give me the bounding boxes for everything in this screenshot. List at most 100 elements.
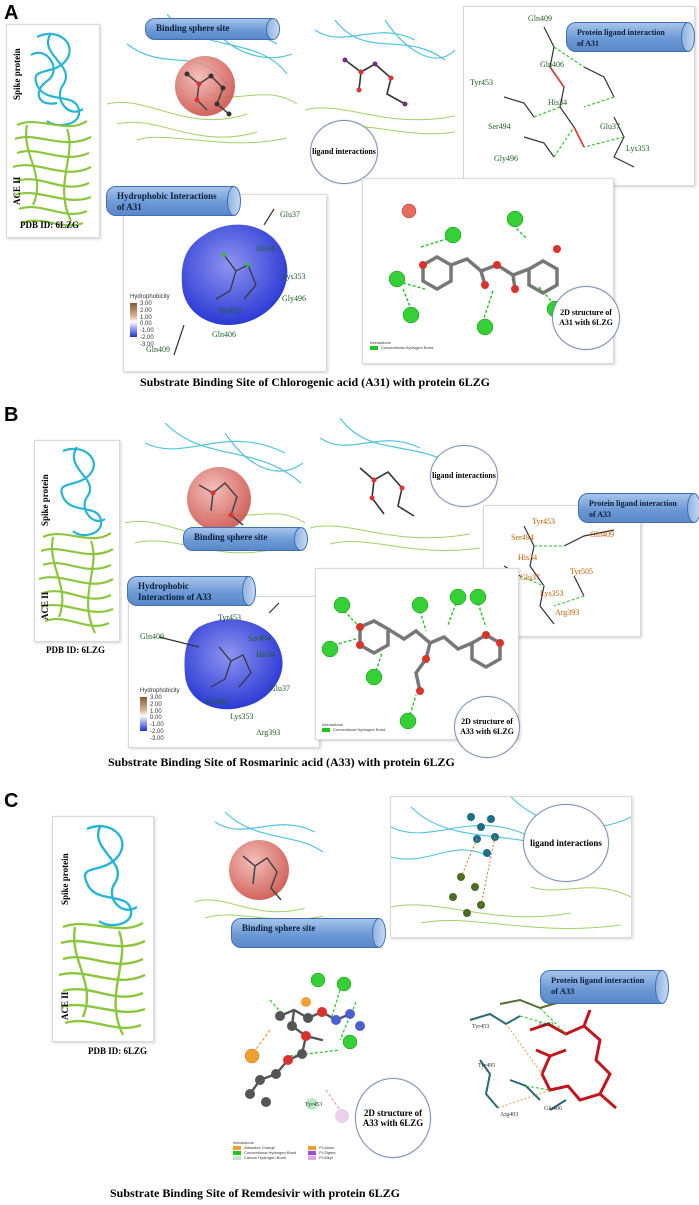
legend-swatch xyxy=(233,1145,241,1150)
ligand-interaction-drawing xyxy=(305,20,455,135)
tick-label: -2.00 xyxy=(140,334,154,341)
residue-label: Ser494 xyxy=(248,634,271,643)
panel-letter-c: C xyxy=(4,790,19,812)
tick-label: -2.00 xyxy=(150,728,164,735)
pdb-id-label: PDB ID: 6LZG xyxy=(46,645,106,655)
tick-label: -3.00 xyxy=(150,735,164,742)
legend-columns: Attractive Charge Conventional Hydrogen … xyxy=(233,1145,336,1160)
residue-label: Lys353 xyxy=(540,589,564,598)
protein-overview-image xyxy=(6,24,100,238)
binding-sphere-drawing xyxy=(195,812,324,921)
ligand-interaction-drawing xyxy=(391,797,631,929)
hydrophobicity-title: Hydrophobicity xyxy=(140,688,180,694)
legend-swatch xyxy=(308,1145,317,1150)
legend-label: Conventional Hydrogen Bond xyxy=(333,727,386,732)
binding-sphere-callout: Binding sphere site xyxy=(145,18,280,40)
hydrophobic-surface-drawing xyxy=(158,602,283,710)
residue-label: Tyr453 xyxy=(470,78,493,87)
residue-label: Ser494 xyxy=(511,533,534,542)
legend-label: Attractive Charge xyxy=(244,1145,275,1150)
residue-label: Lys353 xyxy=(282,272,306,281)
legend-label: Carbon Hydrogen Bond xyxy=(244,1155,287,1160)
residue-label: Glu37 xyxy=(280,210,300,219)
residue-label: Glu37 xyxy=(520,573,540,582)
residue-label: Gln406 xyxy=(540,60,564,69)
residue-label: His34 xyxy=(548,98,568,107)
protein-overview-image xyxy=(52,816,154,1042)
legend-label: Pi-Anion xyxy=(319,1145,335,1150)
hydrophobic-callout: Hydrophobic Interactions of A31 xyxy=(106,186,241,216)
binding-sphere-drawing xyxy=(125,423,305,554)
figure-caption-c: Substrate Binding Site of Remdesivir wit… xyxy=(110,1186,400,1200)
residue-stick-drawing xyxy=(469,998,617,1111)
residue-label: Gln409 xyxy=(590,530,614,539)
legend-swatch xyxy=(308,1150,317,1155)
pdb-id-label: PDB ID: 6LZG xyxy=(88,1046,148,1056)
structure-2d-bubble: 2D structure of A33 with 6LZG xyxy=(454,696,520,758)
protein-ligand-callout: Protein ligand interaction of A33 xyxy=(578,493,699,523)
protein-ribbon-drawing xyxy=(38,446,114,634)
interaction-legend: Interactions Conventional Hydrogen Bond xyxy=(370,340,433,350)
legend-item: Carbon Hydrogen Bond xyxy=(233,1155,296,1160)
hydrophobicity-ticks: 3.00 2.00 1.00 0.00 -1.00 -2.00 -3.00 xyxy=(150,695,164,743)
legend-swatch xyxy=(233,1155,241,1160)
legend-column: Attractive Charge Conventional Hydrogen … xyxy=(233,1145,296,1160)
structure-2d-drawing xyxy=(321,588,504,730)
ace-label: ACE II xyxy=(40,591,50,620)
binding-sphere-callout: Binding sphere site xyxy=(183,527,308,551)
hydrophobicity-scale: Hydrophobicity 3.00 2.00 1.00 0.00 -1.00… xyxy=(140,688,200,742)
structure-2d-drawing xyxy=(388,203,564,336)
panel-letter-b: B xyxy=(4,404,19,426)
ligand-interactions-bubble: ligand interactions xyxy=(310,120,378,184)
tick-label: 0.00 xyxy=(150,715,162,722)
residue-label: Tyr453 xyxy=(472,1024,490,1030)
legend-title: Interactions xyxy=(322,722,343,727)
hydrophobic-surface-image xyxy=(128,596,320,748)
legend-swatch xyxy=(322,727,330,732)
hydrophobicity-scale: Hydrophobicity 3.00 2.00 1.00 0.00 -1.00… xyxy=(130,294,190,348)
ligand-interaction-image xyxy=(305,20,455,140)
spike-protein-label: Spike protein xyxy=(40,474,50,526)
ligand-interaction-drawing xyxy=(310,418,480,551)
legend-item: Conventional Hydrogen Bond xyxy=(370,345,433,350)
binding-sphere-image xyxy=(195,812,325,927)
residue-label: Gly496 xyxy=(282,294,306,303)
structure-2d-bubble: 2D structure of A33 with 6LZG xyxy=(355,1078,431,1158)
tick-label: 3.00 xyxy=(140,301,152,307)
tick-label: 3.00 xyxy=(150,695,162,701)
tick-label: -3.00 xyxy=(140,341,154,348)
residue-label: Glu37 xyxy=(270,684,290,693)
residue-label: Arg393 xyxy=(555,608,580,617)
legend-item: Pi-Anion xyxy=(308,1145,335,1150)
ace-label: ACE II xyxy=(12,176,22,205)
hydrophobicity-gradient xyxy=(130,303,137,337)
hydrophobic-callout: Hydrophobic Interactions of A33 xyxy=(127,576,256,606)
residue-label: Gly496 xyxy=(494,154,518,163)
protein-overview-image xyxy=(34,440,120,642)
residue-label: Asn33 xyxy=(538,1022,554,1028)
tick-label: -1.00 xyxy=(150,722,164,729)
protein-ligand-callout: Protein ligand interaction of A31 xyxy=(566,22,695,52)
residue-label: Gln409 xyxy=(146,345,170,354)
legend-column: Pi-Anion Pi-Sigma Pi-Alkyl xyxy=(308,1145,336,1160)
residue-label: His34 xyxy=(256,650,276,659)
interaction-legend: Interactions Conventional Hydrogen Bond xyxy=(322,722,385,732)
figure-caption-a: Substrate Binding Site of Chlorogenic ac… xyxy=(140,375,490,389)
legend-item: Attractive Charge xyxy=(233,1145,296,1150)
hydrophobic-surface-drawing xyxy=(173,208,288,356)
legend-label: Pi-Sigma xyxy=(319,1150,336,1155)
legend-swatch xyxy=(308,1155,317,1160)
protein-ribbon-drawing xyxy=(58,824,146,1036)
legend-label: Conventional Hydrogen Bond xyxy=(381,345,434,350)
legend-swatch xyxy=(370,345,378,350)
ligand-interactions-bubble: ligand interactions xyxy=(430,445,498,507)
residue-label: Arg393 xyxy=(256,728,281,737)
binding-sphere-callout: Binding sphere site xyxy=(231,918,386,948)
structure-2d-drawing xyxy=(244,972,365,1123)
residue-label: Gln406 xyxy=(212,330,236,339)
protein-ligand-interaction-image xyxy=(450,990,630,1130)
residue-label: Tyr453 xyxy=(532,517,555,526)
legend-item: Conventional Hydrogen Bond xyxy=(322,727,385,732)
residue-label: Lys353 xyxy=(626,144,650,153)
legend-item: Conventional Hydrogen Bond xyxy=(233,1150,296,1155)
